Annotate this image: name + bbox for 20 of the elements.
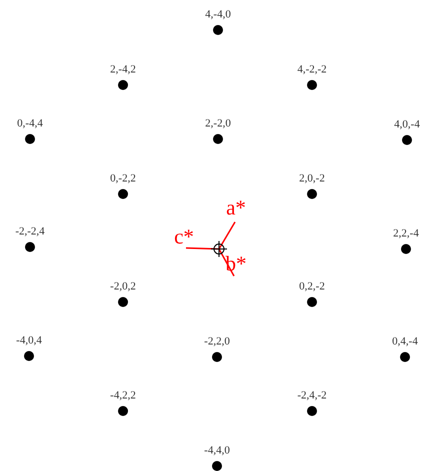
point-label: 4,-4,0 bbox=[205, 10, 231, 20]
point-label: 4,0,-4 bbox=[394, 120, 420, 130]
point-label: -2,2,0 bbox=[204, 336, 230, 348]
point-label: 0,4,-4 bbox=[392, 336, 418, 348]
point-label: 2,-4,2 bbox=[110, 64, 136, 76]
point-label: 2,-2,0 bbox=[205, 118, 231, 130]
axis-label: a* bbox=[226, 198, 246, 218]
point-label: -2,-2,4 bbox=[15, 226, 45, 238]
point-label: 2,0,-2 bbox=[299, 174, 325, 184]
point-label: -4,2,2 bbox=[110, 390, 136, 402]
point-label: -4,4,0 bbox=[204, 446, 230, 456]
point-label: -4,0,4 bbox=[16, 336, 42, 346]
axis-label: c* bbox=[174, 226, 194, 248]
point-label: 0,-4,4 bbox=[17, 118, 43, 130]
point-label: 0,-2,2 bbox=[110, 174, 136, 184]
point-label: -2,4,-2 bbox=[297, 390, 327, 402]
point-label: 2,2,-4 bbox=[393, 228, 419, 240]
point-label: 0,2,-2 bbox=[299, 282, 325, 292]
point-label: -2,0,2 bbox=[110, 282, 136, 292]
point-label: 4,-2,-2 bbox=[297, 64, 327, 76]
